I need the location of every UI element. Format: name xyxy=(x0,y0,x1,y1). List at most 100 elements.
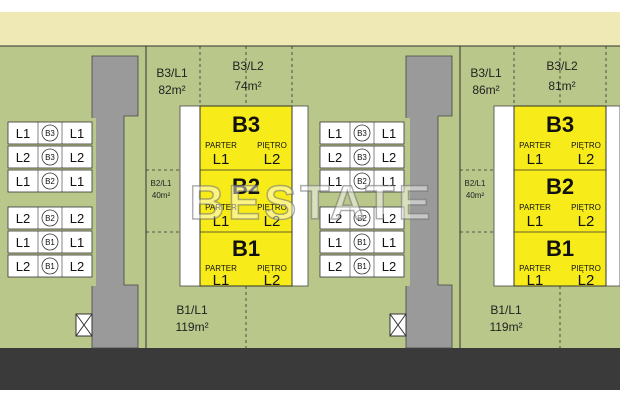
legend-unit-right: L1 xyxy=(382,235,396,250)
legend-badge-circle xyxy=(41,124,59,142)
legend-badge: B1 xyxy=(357,238,367,247)
building xyxy=(513,105,607,287)
legend-badge-circle xyxy=(353,124,371,142)
legend-badge: B1 xyxy=(357,262,367,271)
unit-label: L2 xyxy=(264,272,281,289)
legend-unit-right: L2 xyxy=(70,259,84,274)
legend-badge: B3 xyxy=(45,129,55,138)
legend-badge: B1 xyxy=(45,262,55,271)
building-name: B3 xyxy=(546,112,574,137)
terrace xyxy=(605,105,620,287)
floor-label: PIĘTRO xyxy=(571,203,601,212)
floor-label: PARTER xyxy=(519,141,551,150)
legend-row: L2 B2 L2 xyxy=(319,206,405,230)
unit-label: L1 xyxy=(213,213,230,230)
legend-unit-left: L1 xyxy=(16,235,30,250)
top-label-area: 86m² xyxy=(472,83,499,97)
bin-box xyxy=(75,313,93,337)
building xyxy=(199,105,293,287)
legend-unit-right: L1 xyxy=(382,174,396,189)
legend-unit-left: L2 xyxy=(328,150,342,165)
bottom-label-code: B1/L1 xyxy=(176,303,208,317)
bin-box xyxy=(389,313,407,337)
legend-badge-circle xyxy=(353,148,371,166)
floor-label: PARTER xyxy=(205,203,237,212)
top-label-code: B3/L2 xyxy=(232,59,264,73)
top-label-code: B3/L1 xyxy=(156,66,188,80)
bottom-label-code: B1/L1 xyxy=(490,303,522,317)
watermark: BESTATE xyxy=(190,177,435,230)
legend-unit-left: L2 xyxy=(16,150,30,165)
unit-label: L1 xyxy=(213,151,230,168)
legend-badge-circle xyxy=(41,172,59,190)
legend-unit-right: L1 xyxy=(70,235,84,250)
legend-row: L1 B3 L1 xyxy=(319,121,405,145)
legend-badge: B1 xyxy=(45,238,55,247)
driveway xyxy=(91,55,139,349)
unit-label: L2 xyxy=(578,151,595,168)
unit-label: L1 xyxy=(527,272,544,289)
legend-unit-right: L2 xyxy=(382,211,396,226)
unit-label: L2 xyxy=(578,213,595,230)
legend-unit-left: L1 xyxy=(328,235,342,250)
floor-label: PIĘTRO xyxy=(257,141,287,150)
legend-unit-right: L2 xyxy=(70,211,84,226)
legend-unit-left: L1 xyxy=(16,174,30,189)
floor-label: PIĘTRO xyxy=(571,141,601,150)
unit-label: L2 xyxy=(264,213,281,230)
legend-badge: B3 xyxy=(357,129,367,138)
terrace xyxy=(493,105,515,287)
legend-badge-circle xyxy=(41,233,59,251)
legend-badge-circle xyxy=(41,257,59,275)
bottom-label-area: 119m² xyxy=(489,320,522,334)
building-name: B2 xyxy=(546,174,574,199)
floor-label: PIĘTRO xyxy=(571,264,601,273)
legend-unit-left: L2 xyxy=(328,211,342,226)
top-band-edge xyxy=(0,0,620,12)
legend-unit-right: L1 xyxy=(382,126,396,141)
legend-unit-right: L1 xyxy=(70,174,84,189)
unit-label: L1 xyxy=(527,213,544,230)
floor-label: PARTER xyxy=(519,203,551,212)
driveway xyxy=(405,55,453,349)
side-label-area: 40m² xyxy=(152,191,171,200)
floor-label: PARTER xyxy=(519,264,551,273)
legend-badge: B2 xyxy=(357,214,367,223)
legend-badge-circle xyxy=(353,257,371,275)
top-label-area: 74m² xyxy=(234,79,261,93)
floor-label: PIĘTRO xyxy=(257,264,287,273)
building-name: B1 xyxy=(232,236,260,261)
building-name: B2 xyxy=(232,174,260,199)
dashed-divisions xyxy=(146,46,607,348)
legend-row: L2 B1 L2 xyxy=(7,254,93,278)
floor-label: PIĘTRO xyxy=(257,203,287,212)
unit-label: L1 xyxy=(527,151,544,168)
side-label-code: B2/L1 xyxy=(151,179,172,188)
legend-row: L1 B1 L1 xyxy=(319,230,405,254)
legend-badge: B3 xyxy=(45,153,55,162)
road xyxy=(0,348,620,390)
legend-unit-left: L1 xyxy=(16,126,30,141)
legend-badge-circle xyxy=(353,209,371,227)
legend-unit-left: L1 xyxy=(328,126,342,141)
legend-badge-circle xyxy=(41,209,59,227)
legend-unit-right: L2 xyxy=(382,259,396,274)
legend-unit-right: L1 xyxy=(70,126,84,141)
building-name: B1 xyxy=(546,236,574,261)
legend-unit-left: L2 xyxy=(16,211,30,226)
legend-unit-left: L1 xyxy=(328,174,342,189)
unit-label: L2 xyxy=(578,272,595,289)
top-label-area: 81m² xyxy=(548,79,575,93)
legend-unit-left: L2 xyxy=(16,259,30,274)
side-label-code: B2/L1 xyxy=(465,179,486,188)
legend-badge-circle xyxy=(353,233,371,251)
legend-unit-right: L2 xyxy=(382,150,396,165)
